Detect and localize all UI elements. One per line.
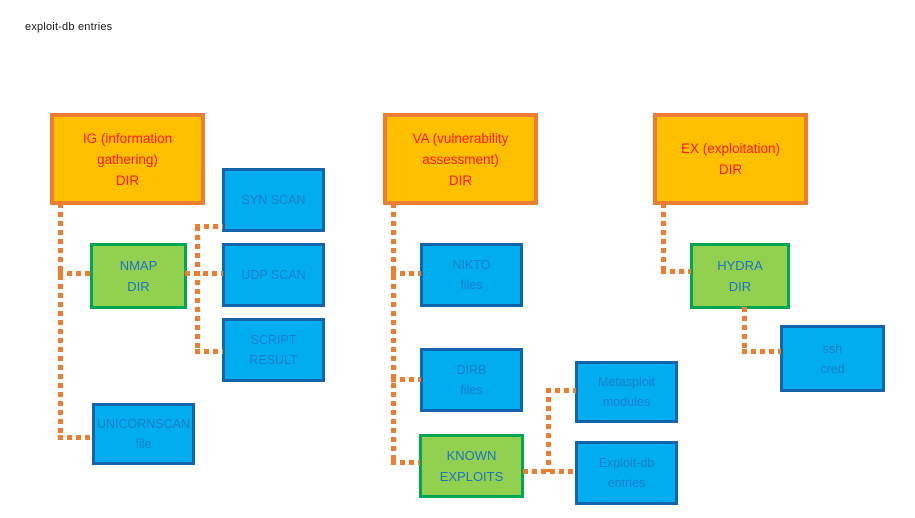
node-exploitdb-entries: Exploit-db entries — [575, 441, 678, 505]
node-ig-dir-label: IG (information gathering) DIR — [82, 130, 173, 188]
node-hydra-dir: HYDRA DIR — [690, 243, 790, 309]
node-ex-dir: EX (exploitation) DIR — [653, 113, 808, 205]
connector-ig-to-unicornscan — [58, 435, 94, 440]
connector-nmap-to-script — [195, 349, 223, 354]
connector-ig-to-nmap — [58, 271, 92, 276]
node-metasploit-modules: Metasploit modules — [575, 361, 678, 423]
node-metasploit-modules-label: Metasploit modules — [598, 375, 655, 409]
node-va-dir-label: VA (vulnerability assessment) DIR — [412, 130, 509, 188]
connector-va-to-nikto — [391, 271, 421, 276]
connector-nmap-to-udp — [185, 271, 223, 276]
node-dirb-files: DIRB files — [420, 348, 523, 412]
connector-hydra-trunk — [742, 307, 747, 352]
node-script-result: SCRIPT RESULT — [222, 318, 325, 382]
corner-label: exploit-db entries — [25, 21, 113, 33]
connector-ig-trunk — [58, 203, 63, 440]
node-exploitdb-entries-label: Exploit-db entries — [598, 456, 655, 490]
connector-va-to-dirb — [391, 377, 421, 382]
node-known-exploits-label: KNOWN EXPLOITS — [439, 448, 504, 484]
node-hydra-dir-label: HYDRA DIR — [717, 258, 763, 294]
node-udp-scan-label: UDP SCAN — [241, 268, 306, 282]
connector-hydra-to-ssh — [742, 349, 781, 354]
node-known-exploits: KNOWN EXPLOITS — [419, 434, 524, 498]
node-nmap-dir-label: NMAP DIR — [119, 258, 158, 294]
node-nmap-dir: NMAP DIR — [90, 243, 187, 309]
node-ig-dir: IG (information gathering) DIR — [50, 113, 205, 205]
node-ssh-cred: ssh cred — [780, 325, 885, 392]
connector-ex-to-hydra — [661, 269, 691, 274]
node-script-result-label: SCRIPT RESULT — [249, 333, 298, 367]
node-dirb-files-label: DIRB files — [456, 363, 487, 397]
node-unicornscan-file: UNICORNSCAN file — [92, 403, 195, 465]
node-syn-scan: SYN SCAN — [222, 168, 325, 232]
node-syn-scan-label: SYN SCAN — [241, 193, 306, 207]
node-nikto-files-label: NIKTO files — [452, 258, 491, 292]
connector-ex-trunk — [661, 203, 666, 273]
connector-va-to-known-exploits — [391, 460, 420, 465]
connector-nmap-to-syn — [195, 224, 223, 229]
node-ex-dir-label: EX (exploitation) DIR — [680, 141, 781, 177]
connector-known-to-metasploit — [546, 388, 576, 393]
connector-known-branch-trunk — [546, 388, 551, 472]
connector-va-trunk — [391, 203, 396, 465]
node-va-dir: VA (vulnerability assessment) DIR — [383, 113, 538, 205]
node-unicornscan-file-label: UNICORNSCAN file — [96, 417, 191, 451]
connector-nmap-branch-trunk — [195, 226, 200, 354]
node-nikto-files: NIKTO files — [420, 243, 523, 307]
node-udp-scan: UDP SCAN — [222, 243, 325, 307]
node-ssh-cred-label: ssh cred — [820, 341, 845, 376]
